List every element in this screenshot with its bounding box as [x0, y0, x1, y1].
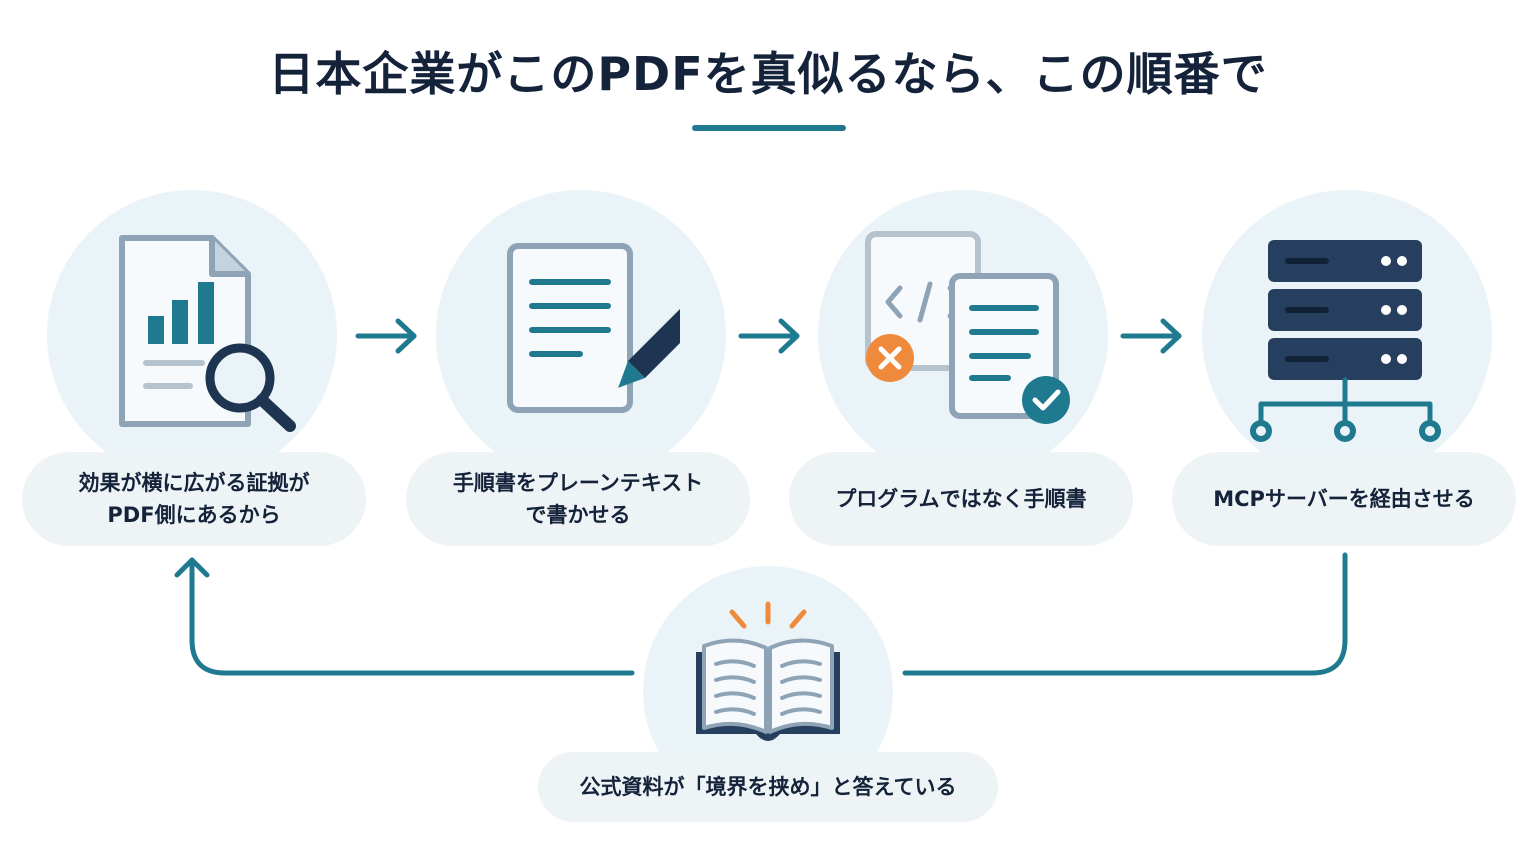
loop-left: [189, 557, 635, 676]
step-4-label-line-1: MCPサーバーを経由させる: [1213, 487, 1475, 511]
code-vs-document-icon: [865, 231, 1070, 424]
arrow-1-2: [355, 318, 417, 354]
step-3-label: プログラムではなく手順書: [789, 452, 1133, 546]
center-label-line-1: 公式資料が「境界を挟め」と答えている: [579, 775, 957, 799]
step-2-label-line-2: で書かせる: [525, 503, 631, 527]
step-4-label: MCPサーバーを経由させる: [1172, 452, 1516, 546]
document-chart-magnifier-icon: [119, 235, 296, 432]
page-title: 日本企業がこのPDFを真似るなら、この順番で: [268, 47, 1268, 101]
arrow-3-4: [1120, 318, 1182, 354]
center-label: 公式資料が「境界を挟め」と答えている: [538, 752, 998, 822]
step-2-label: 手順書をプレーンテキスト で書かせる: [406, 452, 750, 546]
server-network-icon: [1250, 240, 1441, 442]
title-underline: [692, 125, 846, 131]
arrow-2-3: [738, 318, 800, 354]
step-1-label-line-2: PDF側にあるから: [107, 503, 281, 527]
step-1-label: 効果が横に広がる証拠が PDF側にあるから: [22, 452, 366, 546]
loop-arrowhead: [174, 557, 210, 578]
open-book-icon: [696, 601, 840, 741]
loop-right: [902, 552, 1348, 676]
step-2-label-line-1: 手順書をプレーンテキスト: [452, 471, 704, 495]
step-3-label-line-1: プログラムではなく手順書: [835, 487, 1087, 511]
document-pencil-icon: [507, 243, 680, 413]
step-1-label-line-1: 効果が横に広がる証拠が: [78, 471, 310, 495]
